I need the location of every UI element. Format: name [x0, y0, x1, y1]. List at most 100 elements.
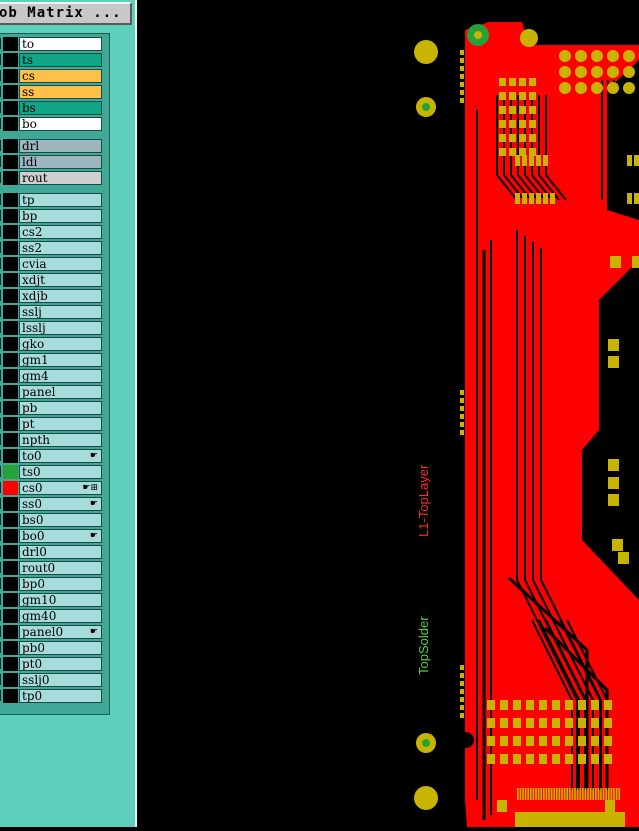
- layer-color-swatch[interactable]: [3, 593, 18, 607]
- layer-color-swatch[interactable]: [3, 417, 18, 431]
- hand-icon[interactable]: ☛⊞: [82, 483, 98, 493]
- layer-checkbox[interactable]: [0, 194, 1, 205]
- layer-name[interactable]: bs: [19, 101, 102, 115]
- layer-checkbox[interactable]: [0, 38, 1, 49]
- layer-row-gko[interactable]: gko: [0, 336, 103, 352]
- layer-color-swatch[interactable]: [3, 529, 18, 543]
- layer-name[interactable]: pt: [19, 417, 102, 431]
- layer-checkbox[interactable]: [0, 578, 1, 589]
- layer-name[interactable]: gko: [19, 337, 102, 351]
- layer-color-swatch[interactable]: [3, 497, 18, 511]
- layer-color-swatch[interactable]: [3, 139, 18, 153]
- layer-color-swatch[interactable]: [3, 545, 18, 559]
- layer-name[interactable]: npth: [19, 433, 102, 447]
- layer-color-swatch[interactable]: [3, 401, 18, 415]
- layer-row-bs[interactable]: bs: [0, 100, 103, 116]
- hand-icon[interactable]: ☛: [89, 451, 98, 461]
- layer-name[interactable]: cvia: [19, 257, 102, 271]
- layer-row-cs2[interactable]: cs2: [0, 224, 103, 240]
- layer-checkbox[interactable]: [0, 418, 1, 429]
- layer-row-ts[interactable]: ts: [0, 52, 103, 68]
- layer-row-pb[interactable]: pb: [0, 400, 103, 416]
- layer-checkbox[interactable]: [0, 386, 1, 397]
- layer-row-gm40[interactable]: gm40: [0, 608, 103, 624]
- layer-checkbox[interactable]: [0, 674, 1, 685]
- layer-color-swatch[interactable]: [3, 657, 18, 671]
- layer-color-swatch[interactable]: [3, 609, 18, 623]
- layer-color-swatch[interactable]: [3, 155, 18, 169]
- pcb-canvas[interactable]: L1-TopLayer TopSolder: [137, 0, 639, 827]
- layer-row-bp[interactable]: bp: [0, 208, 103, 224]
- layer-color-swatch[interactable]: [3, 37, 18, 51]
- layer-color-swatch[interactable]: [3, 289, 18, 303]
- layer-checkbox[interactable]: [0, 610, 1, 621]
- layer-name[interactable]: bo: [19, 117, 102, 131]
- layer-name[interactable]: bo0☛: [19, 529, 102, 543]
- layer-color-swatch[interactable]: [3, 353, 18, 367]
- layer-color-swatch[interactable]: [3, 117, 18, 131]
- job-matrix-button[interactable]: ob Matrix ...: [0, 2, 132, 25]
- layer-row-bo0[interactable]: bo0☛: [0, 528, 103, 544]
- layer-color-swatch[interactable]: [3, 481, 18, 495]
- layer-color-swatch[interactable]: [3, 193, 18, 207]
- layer-row-panel[interactable]: panel: [0, 384, 103, 400]
- layer-name[interactable]: panel0☛: [19, 625, 102, 639]
- layer-checkbox[interactable]: [0, 354, 1, 365]
- layer-checkbox[interactable]: [0, 514, 1, 525]
- layer-color-swatch[interactable]: [3, 561, 18, 575]
- layer-checkbox[interactable]: [0, 172, 1, 183]
- layer-row-xdjt[interactable]: xdjt: [0, 272, 103, 288]
- layer-row-drl0[interactable]: drl0: [0, 544, 103, 560]
- layer-name[interactable]: rout0: [19, 561, 102, 575]
- layer-checkbox[interactable]: [0, 242, 1, 253]
- layer-row-bp0[interactable]: bp0: [0, 576, 103, 592]
- layer-checkbox[interactable]: [0, 322, 1, 333]
- layer-checkbox[interactable]: [0, 434, 1, 445]
- layer-color-swatch[interactable]: [3, 465, 18, 479]
- layer-color-swatch[interactable]: [3, 449, 18, 463]
- layer-name[interactable]: panel: [19, 385, 102, 399]
- layer-checkbox[interactable]: [0, 338, 1, 349]
- layer-row-sslj[interactable]: sslj: [0, 304, 103, 320]
- layer-color-swatch[interactable]: [3, 385, 18, 399]
- layer-color-swatch[interactable]: [3, 257, 18, 271]
- layer-row-rout0[interactable]: rout0: [0, 560, 103, 576]
- layer-name[interactable]: ldi: [19, 155, 102, 169]
- layer-row-gm10[interactable]: gm10: [0, 592, 103, 608]
- layer-checkbox[interactable]: [0, 306, 1, 317]
- layer-row-bs0[interactable]: bs0: [0, 512, 103, 528]
- layer-row-pt[interactable]: pt: [0, 416, 103, 432]
- layer-checkbox[interactable]: [0, 118, 1, 129]
- layer-row-ts0[interactable]: ts0: [0, 464, 103, 480]
- layer-checkbox[interactable]: [0, 258, 1, 269]
- layer-color-swatch[interactable]: [3, 433, 18, 447]
- layer-row-cs[interactable]: cs: [0, 68, 103, 84]
- layer-name[interactable]: sslj: [19, 305, 102, 319]
- layer-row-to[interactable]: to: [0, 36, 103, 52]
- layer-checkbox[interactable]: [0, 102, 1, 113]
- layer-name[interactable]: ts0: [19, 465, 102, 479]
- layer-name[interactable]: gm4: [19, 369, 102, 383]
- layer-name[interactable]: drl: [19, 139, 102, 153]
- layer-color-swatch[interactable]: [3, 321, 18, 335]
- layer-checkbox[interactable]: [0, 594, 1, 605]
- hand-icon[interactable]: ☛: [89, 499, 98, 509]
- layer-row-ss[interactable]: ss: [0, 84, 103, 100]
- layer-name[interactable]: gm40: [19, 609, 102, 623]
- layer-name[interactable]: pb: [19, 401, 102, 415]
- layer-name[interactable]: to: [19, 37, 102, 51]
- layer-name[interactable]: cs2: [19, 225, 102, 239]
- layer-checkbox[interactable]: [0, 86, 1, 97]
- layer-checkbox[interactable]: [0, 226, 1, 237]
- layer-name[interactable]: tp0: [19, 689, 102, 703]
- layer-checkbox[interactable]: [0, 498, 1, 509]
- layer-checkbox[interactable]: [0, 402, 1, 413]
- layer-color-swatch[interactable]: [3, 171, 18, 185]
- layer-name[interactable]: xdjb: [19, 289, 102, 303]
- layer-color-swatch[interactable]: [3, 689, 18, 703]
- layer-checkbox[interactable]: [0, 562, 1, 573]
- layer-color-swatch[interactable]: [3, 305, 18, 319]
- layer-name[interactable]: rout: [19, 171, 102, 185]
- layer-color-swatch[interactable]: [3, 241, 18, 255]
- layer-checkbox[interactable]: [0, 370, 1, 381]
